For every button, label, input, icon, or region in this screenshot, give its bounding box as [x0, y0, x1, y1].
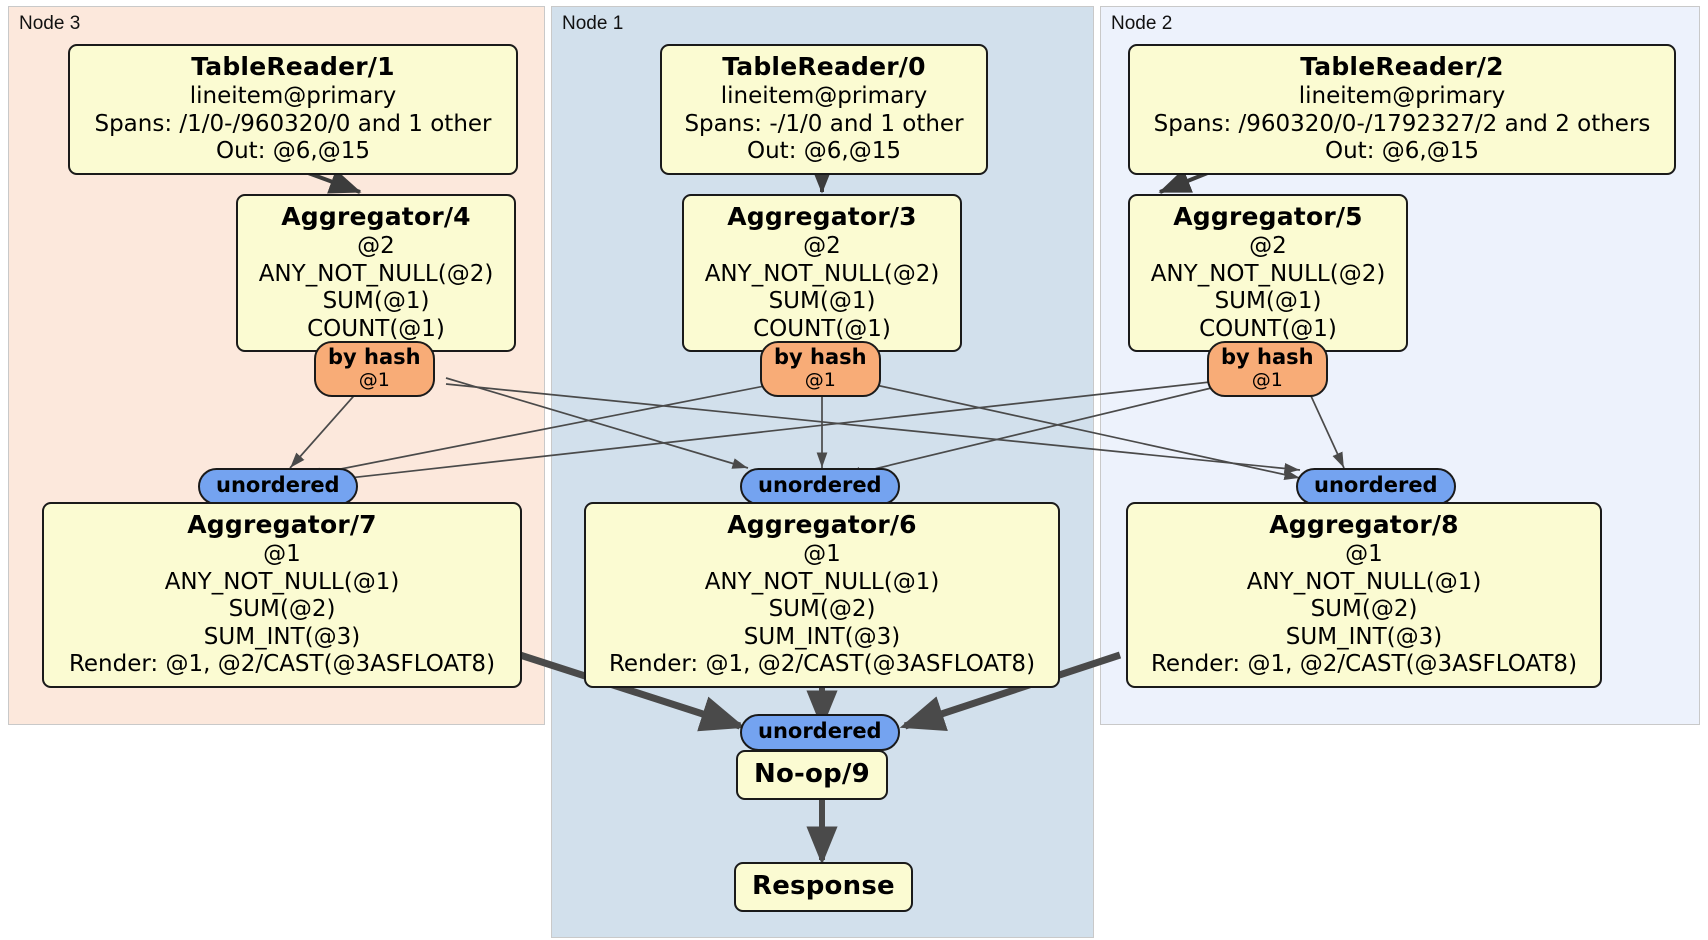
- processor-detail: @1: [263, 541, 301, 567]
- processor-title: TableReader/1: [191, 52, 395, 81]
- node-panel-label: Node 3: [19, 13, 81, 34]
- processor-title: TableReader/2: [1300, 52, 1504, 81]
- hash-router-node-1[interactable]: by hash @1: [760, 341, 881, 397]
- processor-table-reader-2[interactable]: TableReader/2 lineitem@primary Spans: /9…: [1128, 44, 1676, 175]
- processor-detail: @1: [803, 541, 841, 567]
- hash-router-node-3[interactable]: by hash @1: [314, 341, 435, 397]
- processor-detail: COUNT(@1): [307, 315, 445, 342]
- processor-aggregator-3[interactable]: Aggregator/3 @2 ANY_NOT_NULL(@2) SUM(@1)…: [682, 194, 962, 353]
- processor-detail: Spans: /1/0-/960320/0 and 1 other: [94, 110, 492, 137]
- processor-title: TableReader/0: [722, 52, 926, 81]
- processor-aggregator-8[interactable]: Aggregator/8 @1 ANY_NOT_NULL(@1) SUM(@2)…: [1126, 502, 1602, 688]
- processor-detail: lineitem@primary: [189, 83, 397, 109]
- processor-response[interactable]: Response: [734, 862, 913, 913]
- processor-title: Aggregator/6: [727, 510, 917, 539]
- processor-aggregator-7[interactable]: Aggregator/7 @1 ANY_NOT_NULL(@1) SUM(@2)…: [42, 502, 522, 688]
- processor-table-reader-1[interactable]: TableReader/1 lineitem@primary Spans: /1…: [68, 44, 518, 175]
- processor-detail: @2: [357, 233, 395, 259]
- processor-detail: Out: @6,@15: [747, 138, 901, 165]
- processor-title: Aggregator/5: [1173, 202, 1363, 231]
- synchronizer-label: unordered: [758, 719, 882, 743]
- processor-detail: Render: @1, @2/CAST(@3ASFLOAT8): [608, 651, 1036, 678]
- processor-title: No-op/9: [754, 759, 870, 789]
- processor-detail: COUNT(@1): [1199, 315, 1337, 342]
- synchronizer-label: unordered: [1314, 473, 1438, 497]
- processor-detail: ANY_NOT_NULL(@2): [258, 260, 494, 287]
- processor-detail: SUM(@2): [1310, 596, 1418, 623]
- processor-detail: SUM_INT(@3): [203, 623, 361, 650]
- processor-detail: SUM(@1): [768, 288, 876, 315]
- processor-detail: ANY_NOT_NULL(@1): [1246, 568, 1482, 595]
- processor-detail: SUM(@1): [1214, 288, 1322, 315]
- processor-detail: SUM(@2): [768, 596, 876, 623]
- synchronizer-final[interactable]: unordered: [740, 714, 900, 751]
- synchronizer-node-3[interactable]: unordered: [198, 468, 358, 505]
- processor-detail: Out: @6,@15: [216, 138, 370, 165]
- processor-detail: @2: [1249, 233, 1287, 259]
- router-column: @1: [358, 368, 390, 391]
- processor-detail: ANY_NOT_NULL(@1): [704, 568, 940, 595]
- processor-detail: SUM_INT(@3): [1285, 623, 1443, 650]
- processor-title: Aggregator/7: [187, 510, 377, 539]
- processor-detail: Render: @1, @2/CAST(@3ASFLOAT8): [68, 651, 496, 678]
- processor-detail: @1: [1345, 541, 1383, 567]
- processor-aggregator-4[interactable]: Aggregator/4 @2 ANY_NOT_NULL(@2) SUM(@1)…: [236, 194, 516, 353]
- router-column: @1: [804, 368, 836, 391]
- processor-aggregator-5[interactable]: Aggregator/5 @2 ANY_NOT_NULL(@2) SUM(@1)…: [1128, 194, 1408, 353]
- router-label: by hash: [774, 345, 867, 369]
- processor-table-reader-0[interactable]: TableReader/0 lineitem@primary Spans: -/…: [660, 44, 988, 175]
- synchronizer-node-1[interactable]: unordered: [740, 468, 900, 505]
- processor-title: Response: [752, 871, 895, 901]
- processor-title: Aggregator/4: [281, 202, 471, 231]
- synchronizer-label: unordered: [758, 473, 882, 497]
- processor-detail: @2: [803, 233, 841, 259]
- processor-detail: SUM(@2): [228, 596, 336, 623]
- processor-detail: Spans: -/1/0 and 1 other: [684, 110, 964, 137]
- synchronizer-node-2[interactable]: unordered: [1296, 468, 1456, 505]
- router-label: by hash: [328, 345, 421, 369]
- processor-detail: SUM(@1): [322, 288, 430, 315]
- processor-detail: COUNT(@1): [753, 315, 891, 342]
- router-label: by hash: [1221, 345, 1314, 369]
- processor-detail: Render: @1, @2/CAST(@3ASFLOAT8): [1150, 651, 1578, 678]
- processor-detail: Spans: /960320/0-/1792327/2 and 2 others: [1153, 110, 1651, 137]
- processor-detail: ANY_NOT_NULL(@2): [704, 260, 940, 287]
- processor-title: Aggregator/8: [1269, 510, 1459, 539]
- processor-detail: lineitem@primary: [1298, 83, 1506, 109]
- processor-detail: SUM_INT(@3): [743, 623, 901, 650]
- node-panel-label: Node 2: [1111, 13, 1173, 34]
- processor-detail: ANY_NOT_NULL(@2): [1150, 260, 1386, 287]
- processor-aggregator-6[interactable]: Aggregator/6 @1 ANY_NOT_NULL(@1) SUM(@2)…: [584, 502, 1060, 688]
- router-column: @1: [1251, 368, 1283, 391]
- processor-detail: Out: @6,@15: [1325, 138, 1479, 165]
- processor-detail: lineitem@primary: [720, 83, 928, 109]
- processor-detail: ANY_NOT_NULL(@1): [164, 568, 400, 595]
- processor-no-op-9[interactable]: No-op/9: [736, 750, 888, 801]
- node-panel-label: Node 1: [562, 13, 624, 34]
- processor-title: Aggregator/3: [727, 202, 917, 231]
- synchronizer-label: unordered: [216, 473, 340, 497]
- hash-router-node-2[interactable]: by hash @1: [1207, 341, 1328, 397]
